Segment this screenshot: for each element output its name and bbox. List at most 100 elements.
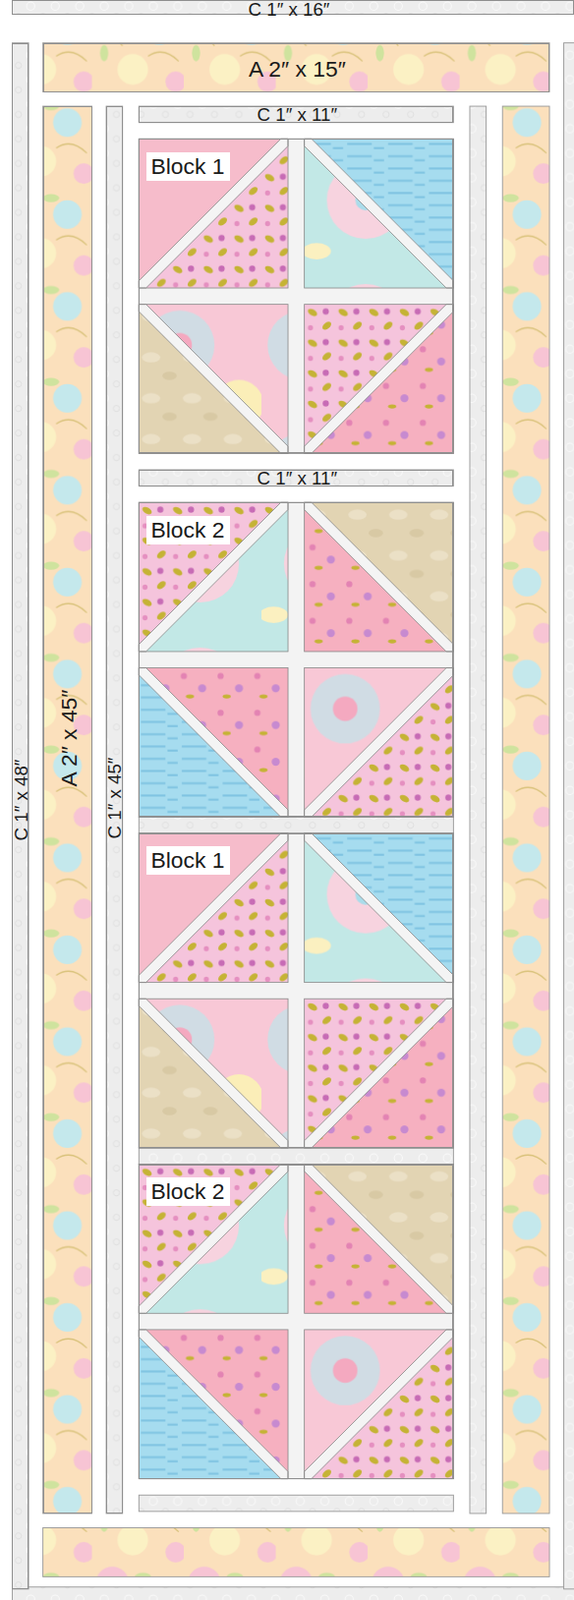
fabric-triangle	[304, 138, 455, 288]
quadrant-outline	[138, 668, 288, 818]
fabric-triangle	[138, 502, 288, 652]
quadrant-outline	[138, 833, 288, 983]
dimension-label: A 2″ x 45″	[57, 689, 80, 788]
fabric-triangle	[304, 1164, 455, 1315]
half-square-triangle	[138, 833, 288, 983]
quadrant-outline	[138, 1164, 288, 1315]
dimension-label: C 1″ x 48″	[11, 758, 31, 841]
diagonal-strip	[304, 833, 455, 983]
border-strip	[43, 106, 93, 1514]
fabric-triangle	[304, 998, 455, 1148]
diagonal-strip	[138, 138, 288, 288]
dimension-label: C 1″ x 16″	[248, 0, 331, 20]
diagonal-strip	[304, 668, 455, 818]
fabric-triangle	[304, 998, 455, 1148]
diagonal-strip	[138, 833, 288, 983]
fabric-triangle	[138, 833, 288, 983]
sashing-strip: C 1″ x 48″	[11, 43, 29, 1590]
border-strip	[43, 43, 550, 93]
quilt-block	[138, 138, 454, 454]
fabric-triangle	[304, 502, 455, 652]
sashing-strip	[138, 1148, 454, 1165]
quadrant-outline	[304, 668, 455, 818]
fabric-triangle	[304, 1329, 455, 1480]
fabric-triangle	[138, 502, 288, 652]
diagonal-strip	[304, 502, 455, 652]
block-label: Block 2	[146, 516, 230, 545]
fabric-triangle	[304, 668, 455, 818]
sashing-strip: C 1″ x 11″	[138, 106, 454, 123]
fabric-triangle	[138, 138, 288, 288]
half-square-triangle	[304, 1164, 455, 1315]
fabric-triangle	[138, 138, 288, 288]
diagonal-strip	[304, 1329, 455, 1480]
fabric-triangle	[304, 304, 455, 455]
quadrant-outline	[304, 1164, 455, 1315]
half-square-triangle	[304, 304, 455, 455]
quadrant-outline	[138, 502, 288, 652]
block-sashing	[138, 1164, 454, 1480]
border-strip	[43, 1527, 550, 1577]
dimension-label: A 2″ x 15″	[248, 57, 346, 80]
half-square-triangle	[304, 138, 455, 288]
quadrant-outline	[304, 304, 455, 455]
fabric-triangle	[304, 304, 455, 455]
half-square-triangle	[304, 1329, 455, 1480]
quilt-block	[138, 833, 454, 1148]
diagonal-strip	[304, 304, 455, 455]
sashing-strip	[138, 1494, 454, 1512]
half-square-triangle	[304, 998, 455, 1148]
diagonal-strip	[138, 502, 288, 652]
fabric-triangle	[304, 833, 455, 983]
block-sashing	[138, 833, 454, 1148]
quadrant-outline	[304, 138, 455, 288]
dimension-label: C 1″ x 11″	[257, 106, 338, 125]
quadrant-outline	[304, 502, 455, 652]
sashing-strip	[564, 43, 574, 1590]
half-square-triangle	[138, 998, 288, 1148]
quilt-block: Block 1	[138, 138, 454, 454]
border-strip: A 2″ x 45″	[43, 106, 93, 1514]
quilt-block	[138, 1164, 454, 1480]
half-square-triangle	[304, 668, 455, 818]
fabric-triangle	[138, 304, 288, 455]
quadrant-outline	[138, 1329, 288, 1480]
sashing-strip: C 1″ x 16″	[11, 0, 574, 15]
block-label: Block 1	[146, 152, 230, 181]
quilt-block	[138, 502, 454, 817]
diagonal-strip	[138, 1329, 288, 1480]
fabric-triangle	[138, 998, 288, 1148]
fabric-triangle	[304, 668, 455, 818]
quilt-block: Block 2	[138, 502, 454, 817]
diagonal-strip	[304, 1164, 455, 1315]
diagonal-strip	[304, 998, 455, 1148]
block-label: Block 1	[146, 846, 230, 875]
quadrant-outline	[138, 998, 288, 1148]
quadrant-outline	[304, 833, 455, 983]
half-square-triangle	[304, 502, 455, 652]
half-square-triangle	[138, 1329, 288, 1480]
fabric-triangle	[304, 1329, 455, 1480]
fabric-triangle	[138, 1329, 288, 1480]
half-square-triangle	[304, 833, 455, 983]
sashing-strip	[469, 106, 487, 1514]
fabric-triangle	[138, 1164, 288, 1315]
half-square-triangle	[138, 1164, 288, 1315]
diagonal-strip	[138, 668, 288, 818]
fabric-triangle	[138, 304, 288, 455]
quadrant-outline	[138, 138, 288, 288]
block-sashing	[138, 502, 454, 817]
fabric-triangle	[304, 502, 455, 652]
fabric-triangle	[138, 833, 288, 983]
quilt-block: Block 2	[138, 1164, 454, 1480]
half-square-triangle	[138, 138, 288, 288]
sashing-strip	[138, 816, 454, 834]
diagonal-strip	[304, 138, 455, 288]
diagonal-strip	[138, 1164, 288, 1315]
half-square-triangle	[138, 668, 288, 818]
fabric-triangle	[138, 998, 288, 1148]
border-strip: A 2″ x 15″	[43, 43, 550, 93]
fabric-triangle	[138, 668, 288, 818]
fabric-triangle	[304, 833, 455, 983]
